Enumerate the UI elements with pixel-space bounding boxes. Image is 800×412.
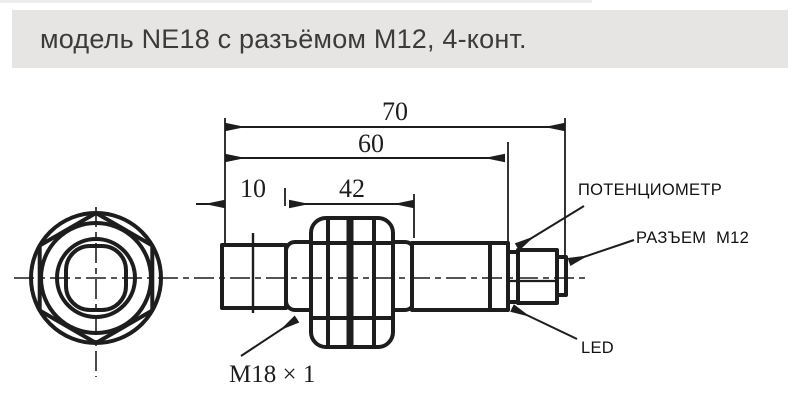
potentiometer-label: ПОТЕНЦИОМЕТР (578, 181, 722, 199)
led-label: LED (581, 339, 614, 357)
connector-end-cap (555, 255, 568, 297)
dim-value-60: 60 (358, 129, 384, 158)
hex-nuts (309, 216, 395, 349)
extension-lines (224, 118, 566, 256)
m12-connector (506, 248, 568, 305)
rear-body-cylinder (410, 241, 510, 312)
side-view (220, 216, 568, 349)
centerlines (14, 207, 586, 377)
header-bar: модель NE18 с разъёмом М12, 4-конт. (12, 10, 788, 68)
leader-connector (567, 239, 635, 266)
page-top-border (0, 0, 592, 3)
leader-lines (240, 205, 635, 357)
connector-label: РАЗЪЕМ М12 (636, 229, 749, 247)
callout-labels: ПОТЕНЦИОМЕТР РАЗЪЕМ М12 LED М18 × 1 (229, 181, 749, 388)
leader-potentiometer (514, 205, 585, 251)
dim-value-42: 42 (339, 174, 365, 203)
leader-led (510, 304, 578, 340)
leader-thread (240, 315, 300, 357)
dim-value-10: 10 (240, 174, 266, 203)
dimension-lines (196, 122, 565, 209)
thread-spec-label: М18 × 1 (229, 361, 315, 388)
connector-block (516, 248, 559, 305)
dim-value-70: 70 (382, 97, 408, 126)
page-title: модель NE18 с разъёмом М12, 4-конт. (40, 23, 527, 54)
dimension-values: 70 60 10 42 (240, 97, 408, 203)
nut-junction-band (346, 219, 354, 346)
